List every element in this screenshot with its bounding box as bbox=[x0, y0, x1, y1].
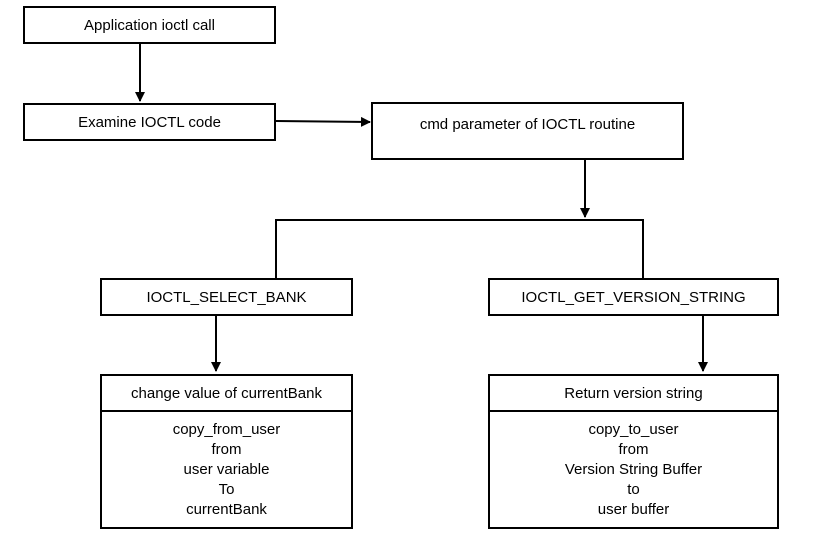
node-body: copy_to_user from Version String Buffer … bbox=[490, 412, 777, 527]
arrow-examine-to-cmd bbox=[275, 116, 371, 127]
node-title: change value of currentBank bbox=[102, 376, 351, 412]
node-label: Application ioctl call bbox=[84, 16, 215, 34]
node-label: IOCTL_SELECT_BANK bbox=[146, 288, 307, 306]
body-line: currentBank bbox=[186, 501, 267, 518]
node-return-version-string: Return version string copy_to_user from … bbox=[488, 374, 779, 529]
node-examine-ioctl-code: Examine IOCTL code bbox=[23, 103, 276, 141]
body-line: from bbox=[618, 441, 649, 458]
node-label: cmd parameter of IOCTL routine bbox=[419, 116, 636, 133]
node-cmd-parameter: cmd parameter of IOCTL routine bbox=[371, 102, 684, 160]
body-line: user buffer bbox=[597, 501, 670, 518]
body-line: copy_to_user bbox=[588, 421, 679, 438]
body-line: Version String Buffer bbox=[564, 461, 703, 478]
node-change-value-current-bank: change value of currentBank copy_from_us… bbox=[100, 374, 353, 529]
body-line: user variable bbox=[183, 461, 270, 478]
body-line: to bbox=[627, 481, 640, 498]
node-ioctl-select-bank: IOCTL_SELECT_BANK bbox=[100, 278, 353, 316]
body-line: To bbox=[218, 481, 235, 498]
node-label: Examine IOCTL code bbox=[78, 113, 221, 131]
node-ioctl-get-version-string: IOCTL_GET_VERSION_STRING bbox=[488, 278, 779, 316]
body-line: from bbox=[211, 441, 242, 458]
node-application-ioctl-call: Application ioctl call bbox=[23, 6, 276, 44]
node-label: IOCTL_GET_VERSION_STRING bbox=[521, 288, 746, 306]
body-line: copy_from_user bbox=[172, 421, 281, 438]
node-title-text: change value of currentBank bbox=[131, 384, 322, 402]
node-title: Return version string bbox=[490, 376, 777, 412]
node-body: copy_from_user from user variable To cur… bbox=[102, 412, 351, 527]
node-title-text: Return version string bbox=[564, 384, 703, 402]
split-bracket bbox=[275, 219, 644, 278]
